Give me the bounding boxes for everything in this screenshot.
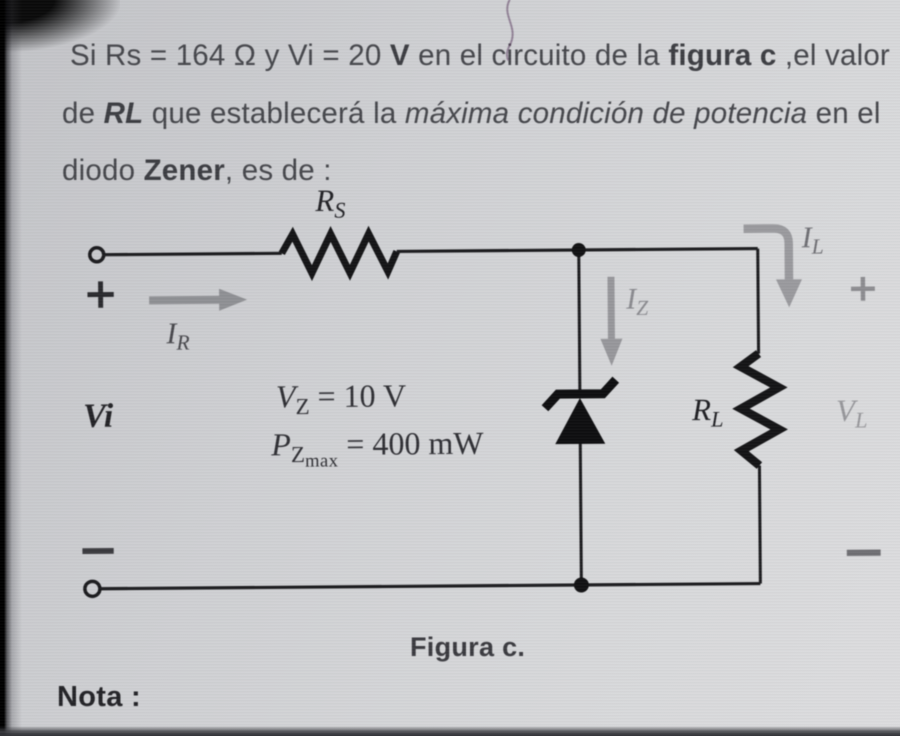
input-terminal-top (88, 246, 106, 264)
question-segment: que establecerá la (143, 96, 405, 130)
resistor-rl-symbol (732, 350, 788, 469)
ir-label: IR (166, 317, 190, 355)
zener-cathode-bar (541, 376, 620, 412)
question-segment-italic: máxima condición de potencia (404, 96, 808, 130)
rl-label: RL (691, 391, 724, 432)
question-segment: de (62, 96, 104, 130)
question-line-2: de RL que establecerá la máxima condició… (62, 85, 886, 143)
photo-bottom-edge-shadow (0, 726, 900, 736)
resistor-rs-symbol (278, 225, 400, 282)
question-segment: en el circuito de la (409, 39, 669, 72)
minus-sign-right: − (840, 519, 887, 583)
current-arrow-il (743, 224, 802, 308)
question-text: Si Rs = 164 Ω y Vi = 20 V en el circuito… (62, 27, 890, 200)
junction-node-bottom (573, 577, 589, 593)
question-segment-bold: figura c (668, 39, 777, 72)
current-arrow-ir (149, 288, 248, 311)
vi-label: Vi (82, 397, 114, 435)
il-label: IL (801, 221, 824, 259)
question-segment: en el (807, 96, 881, 130)
photo-left-edge-shadow (0, 0, 22, 736)
rs-label: RS (315, 182, 346, 223)
input-terminal-bottom (83, 579, 102, 599)
question-segment: , es de : (224, 154, 332, 187)
iz-label: IZ (626, 282, 649, 321)
vl-label: VL (835, 392, 868, 433)
zener-anode-triangle (555, 397, 606, 445)
plus-sign-left: + (82, 268, 119, 318)
question-segment: ,el valor (776, 39, 890, 72)
question-segment: diodo (62, 154, 144, 187)
wire-top-left (104, 251, 282, 257)
question-line-1: Si Rs = 164 Ω y Vi = 20 V en el circuito… (62, 27, 890, 85)
wire-bottom (100, 581, 761, 591)
figure-caption: Figura c. (410, 632, 526, 662)
junction-node-top (571, 242, 586, 257)
hair-artifact (505, 0, 514, 61)
question-segment-bold: V (389, 39, 410, 72)
vz-value: VZ = 10 V (275, 377, 407, 420)
question-segment-bold: Zener (143, 154, 225, 187)
wire-right-lower (757, 465, 762, 584)
question-segment: Si Rs = 164 Ω y Vi = 20 (70, 39, 390, 72)
question-segment-bold-italic: RL (103, 96, 144, 130)
current-arrow-iz (600, 276, 623, 366)
wire-zener-upper (577, 249, 582, 391)
pz-max-value: PZmax = 400 mW (271, 424, 484, 472)
wire-right-upper (756, 248, 761, 354)
plus-sign-right: + (846, 265, 880, 310)
minus-sign-left: − (76, 520, 120, 579)
question-line-3: diodo Zener, es de : (62, 142, 886, 200)
wire-zener-lower (578, 441, 583, 585)
note-label: Nota : (57, 681, 141, 713)
